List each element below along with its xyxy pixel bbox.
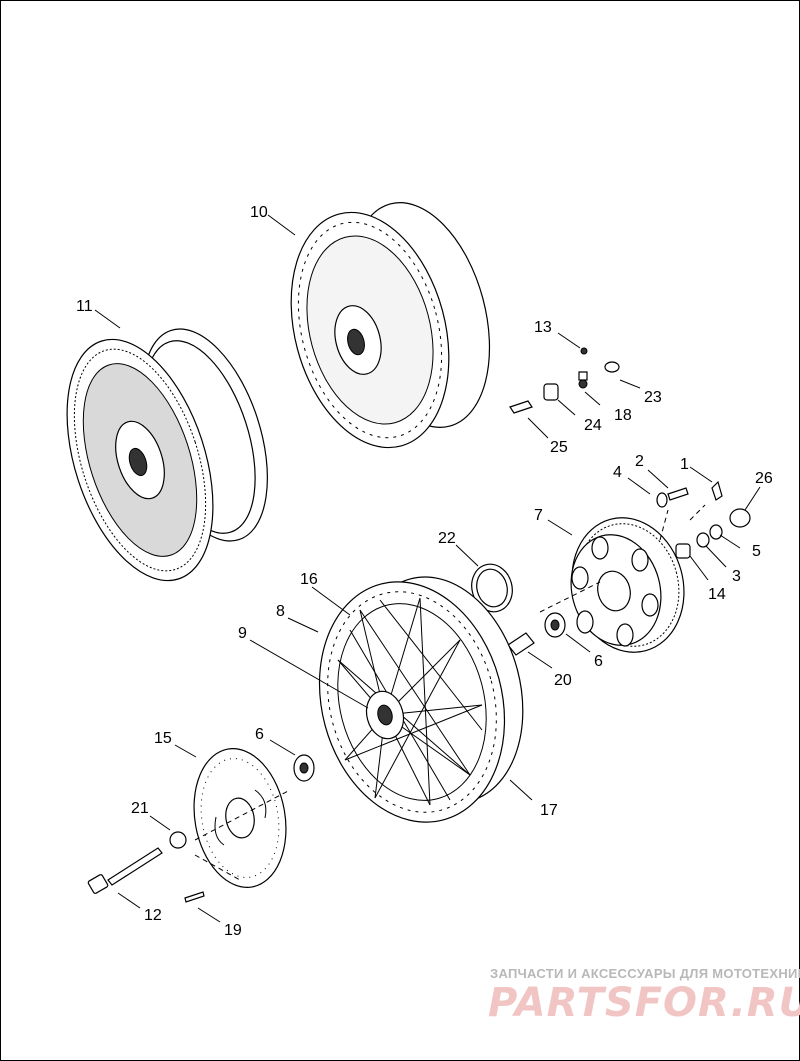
part-24-weight	[543, 383, 559, 401]
callout-15: 15	[154, 730, 172, 747]
part-7-sprocket	[570, 517, 685, 653]
small-hardware-group	[509, 347, 620, 414]
callout-11: 11	[76, 298, 93, 315]
callout-23: 23	[644, 389, 662, 406]
callout-21: 21	[131, 800, 149, 817]
callout-13: 13	[534, 319, 552, 336]
spokes	[337, 597, 483, 806]
part-1-clip	[711, 480, 723, 501]
sprocket-hardware-group	[656, 480, 751, 559]
callout-3: 3	[732, 568, 741, 585]
part-23-nut	[604, 361, 620, 373]
callout-18: 18	[614, 407, 632, 424]
callout-5: 5	[752, 543, 761, 560]
axle-hardware-group	[87, 831, 205, 903]
part-5-nut	[709, 524, 723, 540]
middle-parts-group	[471, 563, 566, 656]
callout-26: 26	[755, 470, 773, 487]
callout-6-lower: 6	[255, 726, 264, 743]
watermark-tagline: ЗАПЧАСТИ И АКСЕССУАРЫ ДЛЯ МОТОТЕХНИКИ	[490, 966, 800, 981]
part-19-screw	[184, 891, 205, 903]
callout-16: 16	[300, 571, 318, 588]
part-3-washer	[696, 532, 710, 548]
part-14-spacer	[675, 543, 691, 559]
part-13-cap	[580, 347, 588, 355]
callout-7: 7	[534, 507, 543, 524]
callout-6-upper: 6	[594, 653, 603, 670]
callout-22: 22	[438, 530, 456, 547]
part-25-weight	[509, 400, 533, 414]
callout-24: 24	[584, 417, 602, 434]
callout-17: 17	[540, 802, 558, 819]
callout-4: 4	[613, 464, 622, 481]
callout-14: 14	[708, 586, 726, 603]
part-4-washer	[656, 492, 668, 508]
part-11-disc-wheel	[66, 328, 268, 582]
leader-lines	[94, 214, 761, 923]
watermark-logo: PARTSFOR.RU	[488, 980, 800, 1026]
part-18-valve	[578, 371, 588, 381]
part-12-axle	[107, 847, 163, 886]
part-21-spacer	[169, 831, 187, 849]
part-15-brake-disc	[193, 748, 287, 888]
callout-1: 1	[680, 456, 689, 473]
callout-9: 9	[238, 625, 247, 642]
alignment-lines	[194, 504, 706, 881]
callout-8: 8	[276, 603, 285, 620]
part-26-cap	[729, 508, 751, 528]
callout-12: 12	[144, 907, 162, 924]
part-20-spacer	[507, 632, 535, 656]
part-6-bearing-lower	[293, 754, 315, 782]
part-2-bolt	[667, 487, 689, 501]
callout-25: 25	[550, 439, 568, 456]
callout-10: 10	[250, 204, 268, 221]
callout-labels: 10 11 13 23 24 18 25 1 2 4 26 7 5 3 14 2…	[76, 204, 773, 939]
callout-2: 2	[635, 453, 644, 470]
part-8-spoked-wheel	[318, 576, 524, 823]
callout-20: 20	[554, 672, 572, 689]
callout-19: 19	[224, 922, 242, 939]
part-10-solid-wheel	[290, 202, 491, 449]
